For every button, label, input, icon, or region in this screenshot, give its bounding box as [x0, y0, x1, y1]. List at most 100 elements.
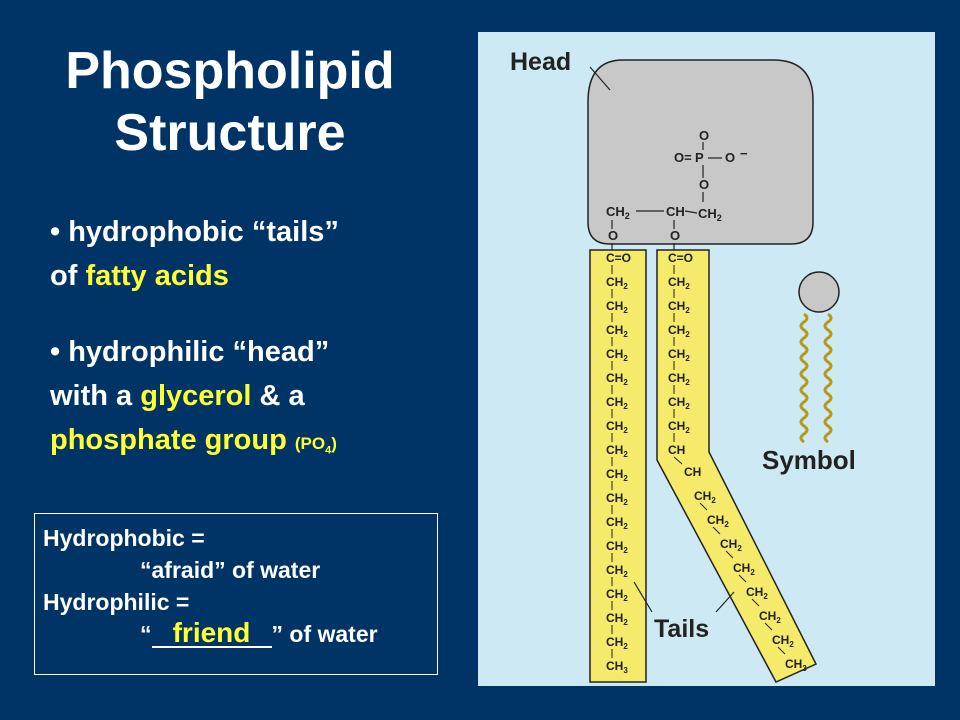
ch2-left: CH2: [606, 611, 628, 627]
ch2-left: CH2: [606, 275, 628, 291]
of-water-text: ” of water: [271, 621, 378, 647]
ch2-left: CH2: [606, 587, 628, 603]
fill-in-blank: friend: [151, 619, 272, 648]
bullet-tails-line-2: of fatty acids: [50, 254, 339, 298]
po4-subscript: 4: [325, 444, 332, 457]
carbonyl-right: C=O: [668, 251, 693, 265]
head-label: Head: [510, 48, 571, 76]
ch2-left: CH2: [606, 563, 628, 579]
symbol-tail-wave-right: [823, 312, 833, 444]
diagram-panel: Head O O= P O − O CH2 CH CH2 O O: [478, 32, 935, 686]
phosphate-o-left: O=: [674, 150, 692, 165]
def-hydrophilic: Hydrophilic =: [43, 589, 190, 615]
symbol-head-circle: [798, 271, 840, 313]
ch2-left: CH2: [606, 395, 628, 411]
bullet-head-line-1: • hydrophilic “head”: [50, 336, 330, 368]
bullet-tails-prefix: of: [50, 260, 86, 292]
fatty-acids-highlight: fatty acids: [85, 260, 229, 292]
phosphate-group-highlight: phosphate group: [50, 424, 287, 456]
ch2-right-diagonal: CH2: [759, 609, 781, 625]
po4-suffix: ): [331, 434, 337, 453]
fatty-acid-chains: C=OCH2CH2CH2CH2CH2CH2CH2CH2CH2CH2CH2CH2C…: [606, 251, 807, 675]
po4-formula: (PO4): [294, 434, 337, 457]
ch2-right: CH2: [668, 347, 690, 363]
ch2-left: CH2: [606, 371, 628, 387]
and-a-text: & a: [251, 380, 305, 412]
ch3-right: CH3: [785, 657, 807, 673]
chain-bond: [777, 646, 786, 655]
chain-bond: [699, 502, 708, 511]
ester-o-left: O: [608, 228, 618, 243]
phosphate-o-bottom: O: [699, 177, 709, 192]
definition-box: Hydrophobic = “afraid” of water Hydrophi…: [34, 513, 438, 675]
ch2-right-diagonal: CH2: [694, 489, 716, 505]
bullet-head: • hydrophilic “head” with a glycerol & a…: [50, 330, 337, 472]
ch2-left: CH2: [606, 323, 628, 339]
phospholipid-diagram: Head O O= P O − O CH2 CH CH2 O O: [510, 48, 856, 683]
ch2-right-diagonal: CH2: [772, 633, 794, 649]
tail-right: [656, 249, 818, 683]
ch2-left: CH2: [606, 419, 628, 435]
ch2-right-diagonal: CH2: [720, 537, 742, 553]
tails-pointer-left: [633, 581, 653, 613]
phosphate-p: P: [695, 150, 704, 165]
ch2-left: CH2: [606, 491, 628, 507]
tails-pointer-right: [715, 591, 735, 613]
def-hydrophilic-meaning: “friend” of water: [43, 618, 437, 650]
phosphate-minus: −: [740, 146, 748, 161]
chain-bond: [764, 622, 773, 631]
head-region: [587, 59, 814, 245]
symbol-label: Symbol: [762, 445, 856, 475]
ch2-right: CH2: [668, 275, 690, 291]
phosphate-bonds: [702, 142, 722, 202]
po4-prefix: (PO: [294, 434, 326, 453]
ch-double-bond-1: CH: [668, 443, 685, 457]
ch2-right: CH2: [668, 323, 690, 339]
phosphate-o-right: O: [725, 150, 735, 165]
ch2-left: CH2: [606, 347, 628, 363]
chain-bond: [673, 456, 683, 465]
title-line-2: Structure: [114, 104, 346, 162]
glycerol-ch2-right: CH2: [698, 206, 722, 223]
ch2-left: CH2: [606, 299, 628, 315]
ch2-left: CH2: [606, 443, 628, 459]
glycerol-bonds: [611, 210, 698, 250]
page-title: Phospholipid Structure: [20, 40, 440, 164]
ch2-left: CH2: [606, 467, 628, 483]
bullet-tails-line-1: • hydrophobic “tails”: [50, 216, 339, 248]
glycerol-ch-middle: CH: [666, 204, 685, 219]
carbonyl-left: C=O: [606, 251, 631, 265]
with-a-text: with a: [50, 380, 141, 412]
ch2-right: CH2: [668, 395, 690, 411]
ch2-right: CH2: [668, 371, 690, 387]
bullet-tails: • hydrophobic “tails” of fatty acids: [50, 210, 339, 298]
def-hydrophobic: Hydrophobic =: [43, 525, 205, 551]
ester-o-right: O: [670, 228, 680, 243]
phosphate-o-top: O: [699, 128, 709, 143]
glycerol-highlight: glycerol: [140, 380, 252, 412]
ch2-right-diagonal: CH2: [746, 585, 768, 601]
open-quote: “: [140, 621, 152, 647]
title-line-1: Phospholipid: [65, 42, 395, 100]
ch2-left: CH2: [606, 515, 628, 531]
ch3-left: CH3: [606, 659, 628, 675]
symbol-tail-wave-left: [799, 312, 809, 444]
ch2-right-diagonal: CH2: [733, 561, 755, 577]
bullet-head-line-2: with a glycerol & a: [50, 374, 337, 418]
ch2-right-diagonal: CH2: [707, 513, 729, 529]
ch2-right: CH2: [668, 299, 690, 315]
chain-bond: [738, 574, 747, 583]
head-pointer-line: [589, 66, 611, 91]
chain-bond: [712, 526, 721, 535]
glycerol-ch2-left: CH2: [606, 204, 630, 221]
bullet-head-line-3: phosphate group (PO4): [50, 418, 337, 472]
ch2-right: CH2: [668, 419, 690, 435]
ch-double-bond-2: CH: [684, 465, 701, 479]
tail-left: [589, 249, 647, 683]
chain-bond: [725, 550, 734, 559]
def-hydrophobic-meaning: “afraid” of water: [140, 557, 321, 583]
ch2-left: CH2: [606, 539, 628, 555]
chain-bond: [751, 598, 760, 607]
tails-label: Tails: [654, 615, 709, 643]
ch2-left: CH2: [606, 635, 628, 651]
